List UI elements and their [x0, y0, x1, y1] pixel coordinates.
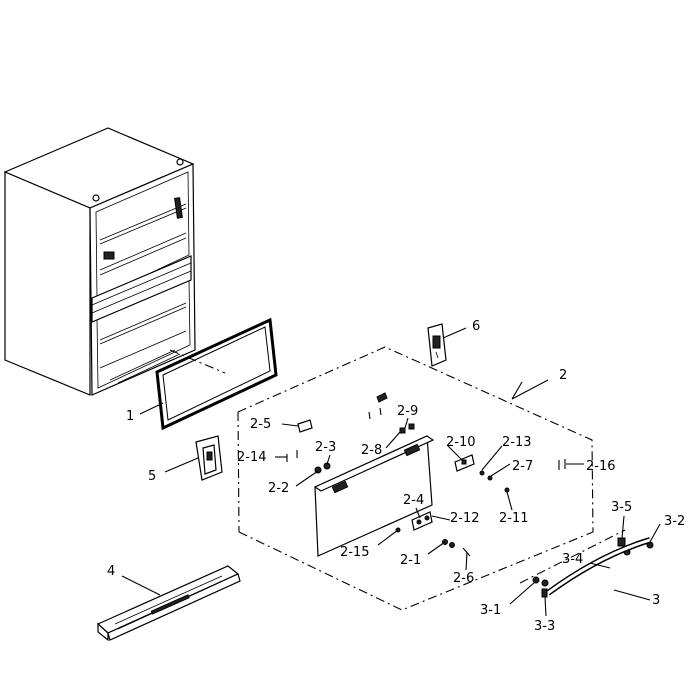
label-part-2-7: 2-7 — [512, 459, 533, 474]
label-part-2-1: 2-1 — [400, 553, 421, 568]
label-part-2-2: 2-2 — [268, 481, 289, 496]
hinge-part-5 — [195, 435, 223, 481]
label-part-2-5: 2-5 — [250, 417, 271, 432]
leader-lines — [121, 327, 661, 617]
label-part-2-11: 2-11 — [499, 511, 529, 526]
tray-part-4 — [96, 565, 241, 642]
label-part-2-9: 2-9 — [397, 404, 418, 419]
drawer-assembly-outline — [237, 346, 594, 611]
label-part-5: 5 — [148, 469, 156, 484]
label-part-2-12: 2-12 — [450, 511, 480, 526]
hinge-part-6 — [427, 323, 447, 367]
drawer-front-panel — [313, 435, 435, 557]
label-part-2-13: 2-13 — [502, 435, 532, 450]
label-part-3: 3 — [652, 593, 660, 608]
label-part-2-6: 2-6 — [453, 571, 474, 586]
label-part-2-3: 2-3 — [315, 440, 336, 455]
gasket-part-1 — [155, 317, 278, 431]
label-part-4: 4 — [107, 564, 115, 579]
label-part-3-4: 3-4 — [562, 552, 583, 567]
label-part-6: 6 — [472, 319, 480, 334]
label-part-2-15: 2-15 — [340, 545, 370, 560]
label-part-3-2: 3-2 — [664, 514, 685, 529]
label-part-2-4: 2-4 — [403, 493, 424, 508]
label-part-2-14: 2-14 — [237, 450, 267, 465]
refrigerator-cabinet — [3, 127, 196, 396]
label-part-3-5: 3-5 — [611, 500, 632, 515]
label-part-2-8: 2-8 — [361, 443, 382, 458]
label-part-1: 1 — [126, 409, 134, 424]
label-part-2-10: 2-10 — [446, 435, 476, 450]
label-part-3-3: 3-3 — [534, 619, 555, 634]
part-labels: 1 2 3 4 5 6 2-5 2-14 2-2 2-3 2-8 2-9 2-1… — [107, 319, 685, 634]
label-part-2: 2 — [559, 368, 567, 383]
small-hardware — [286, 392, 654, 598]
label-part-3-1: 3-1 — [480, 603, 501, 618]
label-part-2-16: 2-16 — [586, 459, 616, 474]
handle-part-3 — [519, 529, 651, 596]
